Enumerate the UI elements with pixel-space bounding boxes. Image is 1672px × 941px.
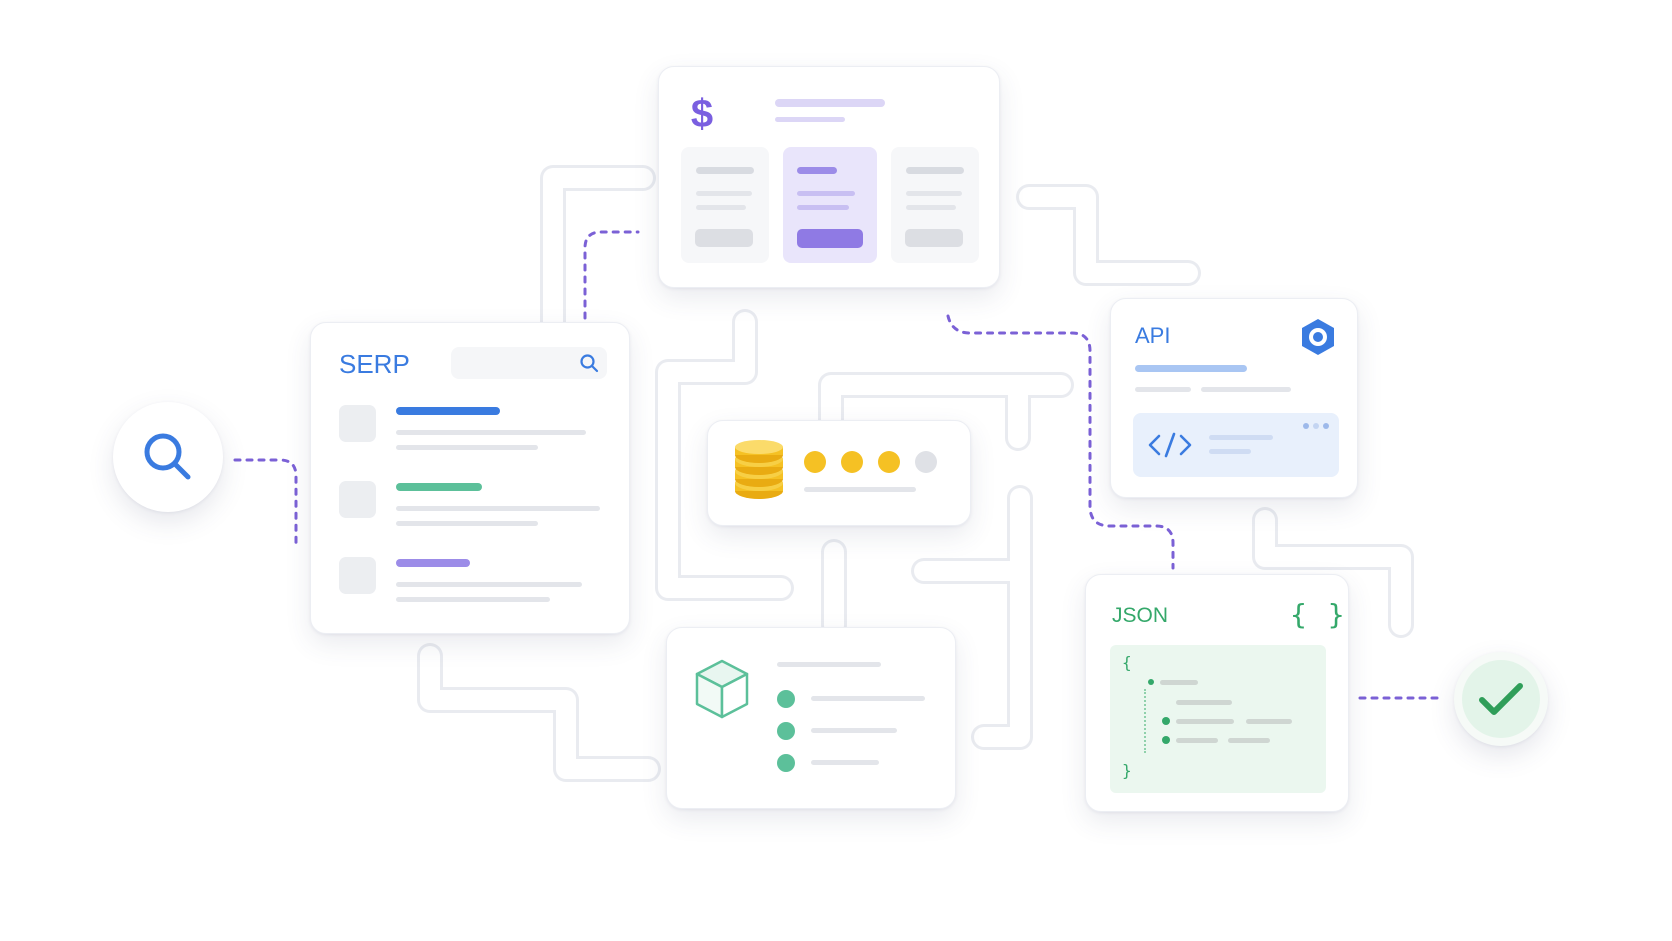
plan-featured-button[interactable] [797,229,863,248]
magnifier-icon [144,433,191,480]
json-open-brace: { [1122,653,1132,672]
dash-search-to-serp [233,458,298,550]
json-title: JSON [1112,604,1169,627]
braces-icon: { } [1290,598,1347,631]
dollar-icon: $ [691,92,713,135]
serp-title: SERP [339,349,410,379]
plan-column-basic [681,147,769,263]
credit-dot-filled [841,451,863,473]
package-card [666,627,956,809]
json-close-brace: } [1122,761,1132,780]
credit-dot-filled [804,451,826,473]
package-item-dot [777,690,795,708]
coin-stack-icon [735,440,783,499]
dash-serp-to-pricing [583,230,640,320]
svg-text:$: $ [691,92,713,135]
result-thumbnail [339,557,376,594]
cube-icon [695,659,749,719]
dash-pricing-to-json [946,314,1175,570]
credit-dot-filled [878,451,900,473]
checkmark-icon [1479,683,1523,715]
plan-column-pro [891,147,979,263]
search-icon [580,354,599,373]
credit-dot-empty [915,451,937,473]
pricing-heading-line [775,99,885,107]
pipe-b [1016,184,1201,286]
serp-card: SERP [310,322,630,634]
result-thumbnail [339,481,376,518]
plan-pro-button[interactable] [905,229,963,247]
credits-card [707,420,971,526]
pipe-connectors [417,165,1414,782]
plan-column-featured [783,147,877,263]
code-icon [1148,432,1192,458]
pipe-i [417,643,661,782]
pricing-card: $ [658,66,1000,288]
json-code-block: { } [1110,645,1326,793]
api-title: API [1135,323,1171,348]
package-item-dot [777,722,795,740]
json-card: JSON { } { } [1085,574,1349,812]
package-item-dot [777,754,795,772]
pipe-a [540,165,656,339]
package-heading-line [777,662,881,667]
credits-caption-line [804,487,916,492]
api-heading-line [1135,365,1247,372]
api-card: API [1110,298,1358,498]
serp-search-input[interactable] [451,347,607,379]
pricing-subheading-line [775,117,845,122]
search-button[interactable] [113,402,223,512]
dashed-data-paths [233,230,1444,700]
hex-gear-icon [1302,319,1334,355]
result-thumbnail [339,405,376,442]
api-code-block [1133,413,1339,477]
success-indicator [1454,652,1548,746]
plan-basic-button[interactable] [695,229,753,247]
